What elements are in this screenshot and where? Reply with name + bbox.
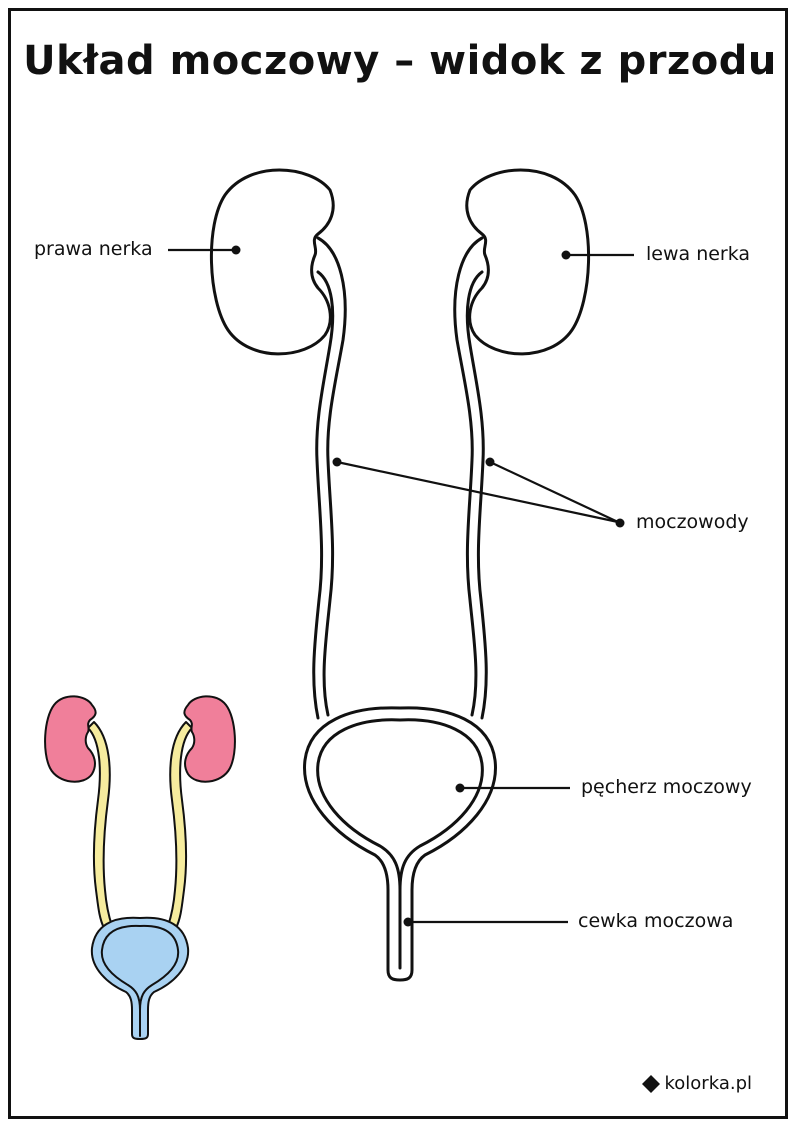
example-right-kidney — [44, 695, 97, 783]
bladder-label: pęcherz moczowy — [581, 776, 752, 798]
footer-text: kolorka.pl — [664, 1073, 753, 1094]
example-bladder-inner — [100, 924, 180, 1011]
ureter-leader-left — [489, 461, 619, 523]
right-ureter-outer — [316, 236, 347, 717]
page-title: Układ moczowy – widok z przodu — [23, 38, 777, 84]
urethra-label: cewka moczowa — [578, 910, 734, 932]
ureter-dot-left — [485, 457, 495, 467]
bladder-dot — [455, 783, 465, 793]
right-kidney-outline — [209, 168, 335, 356]
right-kidney-dot — [231, 245, 241, 255]
footer-brand: kolorka.pl — [665, 1073, 753, 1094]
left-kidney-outline — [465, 168, 591, 356]
ureters-label: moczowody — [636, 511, 749, 533]
right-kidney-label: prawa nerka — [34, 238, 153, 260]
ureter-dot-right — [332, 457, 342, 467]
bladder-outer — [303, 706, 497, 982]
left-kidney-label: lewa nerka — [646, 243, 751, 265]
left-ureter-outer — [453, 236, 484, 717]
right-ureter-inner — [312, 270, 335, 720]
diamond-icon — [642, 1075, 660, 1093]
colored-example-diagram — [44, 695, 236, 1040]
bladder-inner — [316, 718, 484, 892]
ureter-dot-label — [615, 518, 625, 528]
left-kidney-dot — [561, 250, 571, 260]
left-ureter-inner — [465, 270, 488, 720]
ureter-leader-right — [336, 460, 619, 524]
example-left-kidney — [183, 695, 236, 783]
urethra-dot — [403, 917, 413, 927]
